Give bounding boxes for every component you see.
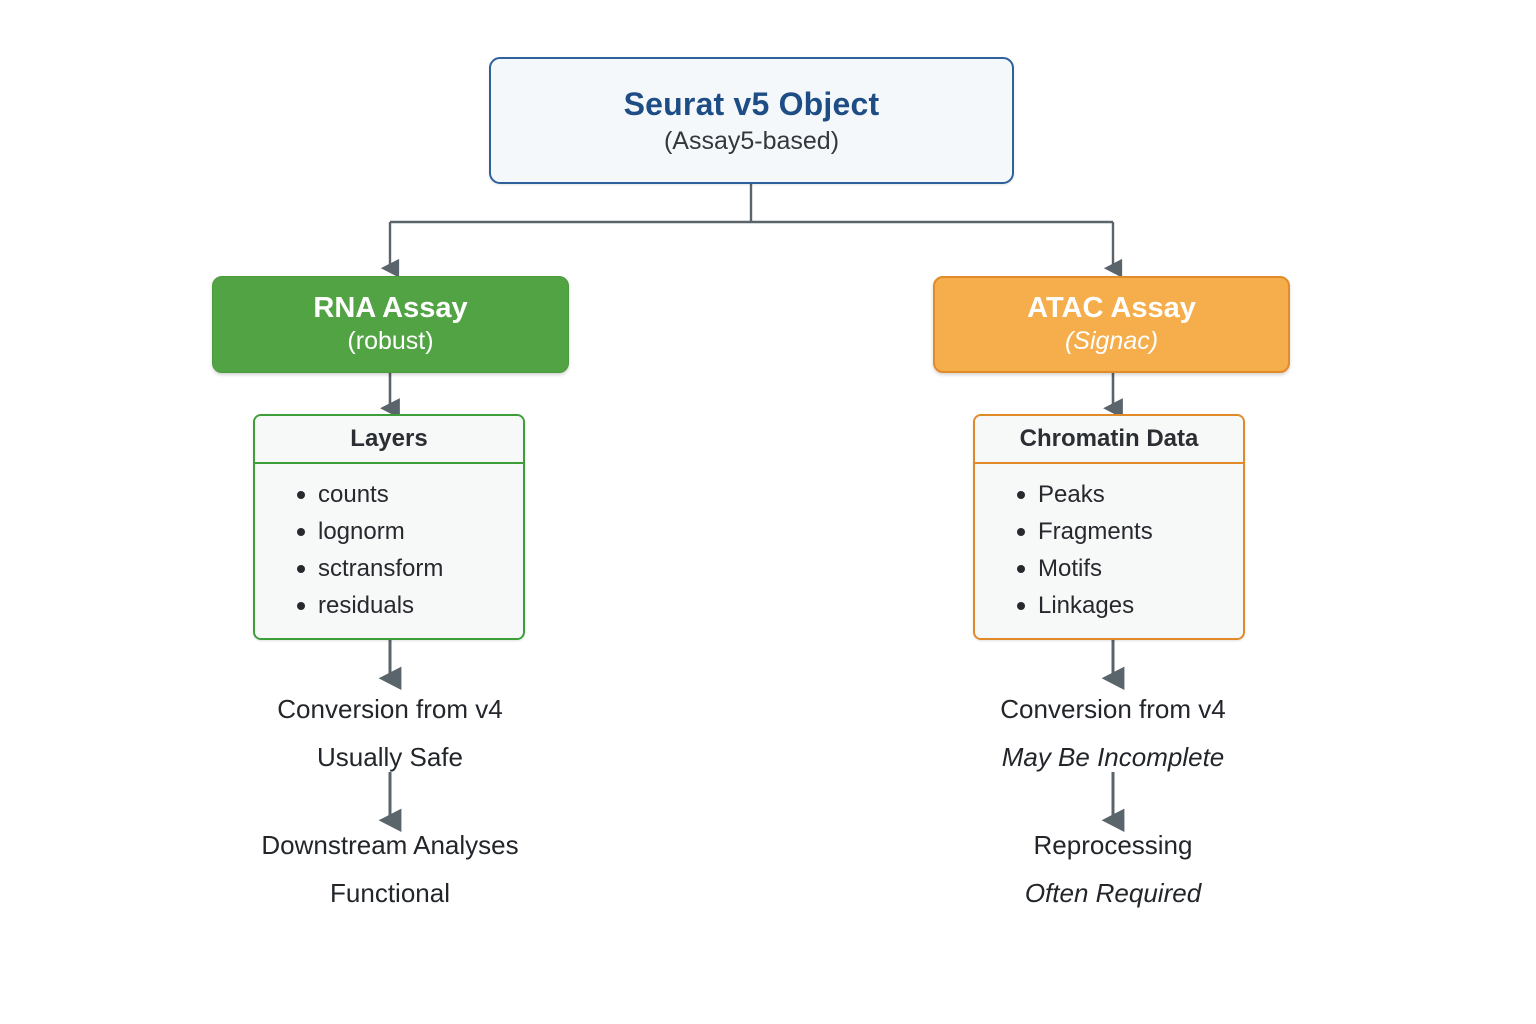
atac-outcome-title: Reprocessing (1033, 830, 1193, 860)
root-title: Seurat v5 Object (623, 85, 880, 122)
rna-assay-box: RNA Assay (robust) (212, 276, 569, 373)
atac-conversion-status: May Be Incomplete (1001, 742, 1225, 773)
seurat-v5-object-box: Seurat v5 Object (Assay5-based) (489, 57, 1014, 184)
atac-assay-title: ATAC Assay (1027, 292, 1196, 325)
rna-assay-title: RNA Assay (313, 292, 468, 325)
bullet-icon (1017, 527, 1025, 536)
atac-conversion-title: Conversion from v4 (1000, 694, 1226, 724)
list-item: lognorm (255, 513, 523, 550)
rna-assay-subtitle: (robust) (347, 327, 434, 356)
layers-panel-body: counts lognorm sctransform residuals (255, 464, 523, 638)
bullet-icon (297, 527, 305, 536)
list-item: Fragments (975, 513, 1243, 550)
list-item-label: residuals (318, 592, 415, 619)
atac-assay-subtitle: (Signac) (1064, 327, 1159, 356)
list-item-label: counts (318, 481, 389, 508)
bullet-icon (1017, 601, 1025, 610)
rna-conversion-step: Conversion from v4 Usually Safe (180, 694, 600, 773)
bullet-icon (297, 564, 305, 573)
list-item-label: Peaks (1038, 481, 1105, 508)
chromatin-data-panel-body: Peaks Fragments Motifs Linkages (975, 464, 1243, 638)
root-subtitle: (Assay5-based) (663, 126, 840, 155)
bullet-icon (1017, 564, 1025, 573)
atac-conversion-step: Conversion from v4 May Be Incomplete (903, 694, 1323, 773)
rna-conversion-status: Usually Safe (317, 742, 463, 773)
list-item: residuals (255, 587, 523, 624)
chromatin-data-panel: Chromatin Data Peaks Fragments Motifs Li… (973, 414, 1245, 640)
rna-outcome-title: Downstream Analyses (261, 830, 519, 860)
list-item: sctransform (255, 550, 523, 587)
rna-outcome-status: Functional (330, 878, 450, 909)
chromatin-data-panel-header: Chromatin Data (975, 416, 1243, 464)
layers-panel: Layers counts lognorm sctransform residu… (253, 414, 525, 640)
list-item-label: Motifs (1038, 555, 1103, 582)
list-item-label: Fragments (1038, 518, 1153, 545)
rna-outcome-step: Downstream Analyses Functional (180, 830, 600, 909)
connector-root-split (390, 184, 1113, 224)
list-item-label: lognorm (318, 518, 405, 545)
layers-panel-header: Layers (255, 416, 523, 464)
list-item: Peaks (975, 476, 1243, 513)
list-item-label: Linkages (1038, 592, 1135, 619)
list-item: counts (255, 476, 523, 513)
list-item: Motifs (975, 550, 1243, 587)
atac-assay-box: ATAC Assay (Signac) (933, 276, 1290, 373)
bullet-icon (297, 601, 305, 610)
bullet-icon (1017, 490, 1025, 499)
list-item-label: sctransform (318, 555, 444, 582)
atac-outcome-step: Reprocessing Often Required (903, 830, 1323, 909)
list-item: Linkages (975, 587, 1243, 624)
bullet-icon (297, 490, 305, 499)
rna-conversion-title: Conversion from v4 (277, 694, 503, 724)
atac-outcome-status: Often Required (1024, 878, 1202, 909)
